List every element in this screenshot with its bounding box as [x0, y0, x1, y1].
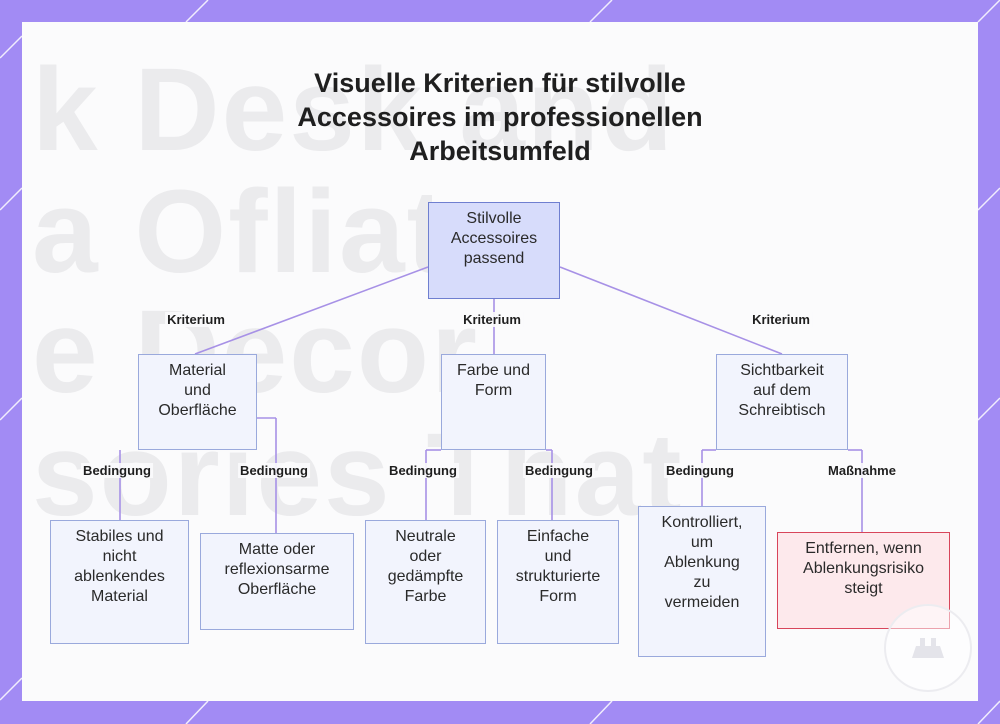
node-sichtbarkeit-text: Sichtbarkeit auf dem Schreibtisch	[738, 361, 825, 421]
edge-label-kriterium: Kriterium	[750, 312, 812, 327]
node-matte: Matte oder reflexionsarme Oberfläche	[200, 533, 354, 630]
node-matte-text: Matte oder reflexionsarme Oberfläche	[225, 540, 330, 600]
node-material-text: Material und Oberfläche	[158, 361, 236, 421]
watermark-logo	[884, 604, 972, 692]
node-root: Stilvolle Accessoires passend	[428, 202, 560, 299]
edge-label-massnahme: Maßnahme	[826, 463, 898, 478]
watermark-logo-icon	[908, 632, 948, 662]
node-kontrolliert-text: Kontrolliert, um Ablenkung zu vermeiden	[662, 513, 743, 613]
edge-label-bedingung: Bedingung	[81, 463, 153, 478]
edge-root-sichtbarkeit	[560, 267, 782, 354]
node-einfach: Einfache und strukturierte Form	[497, 520, 619, 644]
node-stabil: Stabiles und nicht ablenkendes Material	[50, 520, 189, 644]
node-einfach-text: Einfache und strukturierte Form	[516, 527, 600, 607]
node-kontrolliert: Kontrolliert, um Ablenkung zu vermeiden	[638, 506, 766, 657]
edge-root-material	[195, 267, 428, 354]
node-root-text: Stilvolle Accessoires passend	[451, 209, 537, 269]
edge-label-bedingung: Bedingung	[387, 463, 459, 478]
node-material: Material und Oberfläche	[138, 354, 257, 450]
node-stabil-text: Stabiles und nicht ablenkendes Material	[74, 527, 165, 607]
node-neutral-text: Neutrale oder gedämpfte Farbe	[388, 527, 464, 607]
node-neutral: Neutrale oder gedämpfte Farbe	[365, 520, 486, 644]
edge-label-bedingung: Bedingung	[664, 463, 736, 478]
node-sichtbarkeit: Sichtbarkeit auf dem Schreibtisch	[716, 354, 848, 450]
node-entfernen-text: Entfernen, wenn Ablenkungsrisiko steigt	[803, 539, 924, 599]
node-farbe-text: Farbe und Form	[457, 361, 530, 401]
diagram-card: k Desk and a Ofliate e Decor sories That…	[22, 22, 978, 701]
edge-label-bedingung: Bedingung	[523, 463, 595, 478]
edge-label-kriterium: Kriterium	[165, 312, 227, 327]
node-farbe: Farbe und Form	[441, 354, 546, 450]
edge-label-kriterium: Kriterium	[461, 312, 523, 327]
edge-label-bedingung: Bedingung	[238, 463, 310, 478]
